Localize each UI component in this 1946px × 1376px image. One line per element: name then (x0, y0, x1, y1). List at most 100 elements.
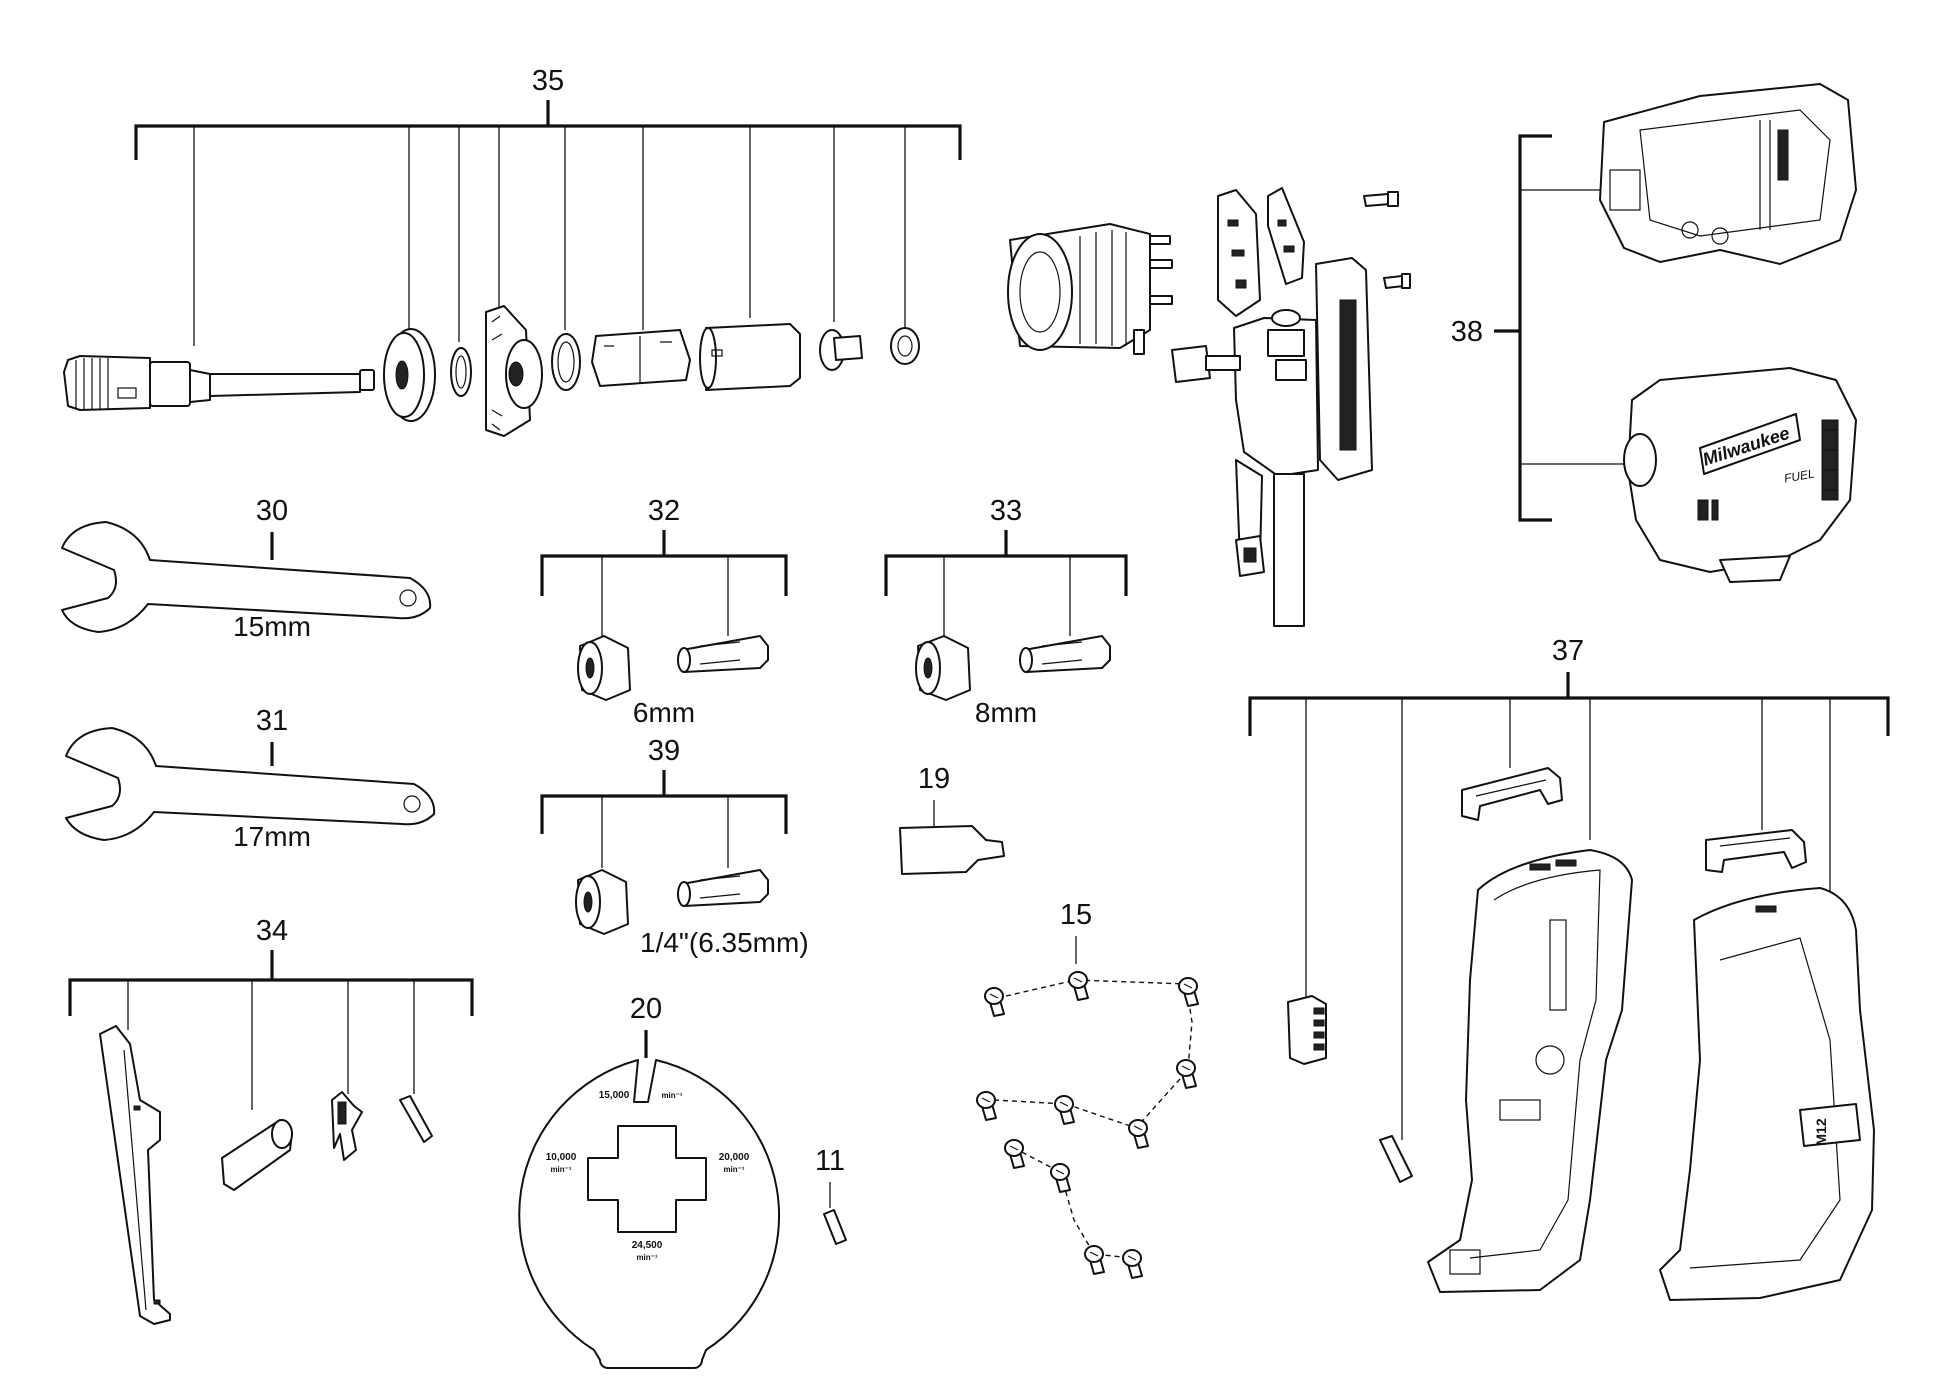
callout-37: 37 (1552, 635, 1584, 667)
circuit-card (1267, 187, 1305, 285)
callout-15: 15 (1060, 899, 1092, 931)
speed-label-15000: 15,000 (599, 1090, 630, 1101)
gear-ring (551, 333, 581, 391)
motor-switch-assembly (1007, 187, 1411, 627)
screw-15 (1084, 1245, 1105, 1275)
size-label-17mm: 17mm (233, 821, 311, 852)
callout-31: 31 (256, 705, 288, 737)
screw-15 (1068, 971, 1089, 1001)
spindle-shaft (63, 355, 375, 411)
end-cap-left (1461, 767, 1563, 821)
speed-label-20000: 20,000 (719, 1152, 750, 1163)
group-37-motor-housing: 37 (1248, 635, 1890, 1301)
callout-39: 39 (648, 735, 680, 767)
wrench-15mm (61, 521, 432, 633)
collet-nut-quarter-inch (575, 869, 629, 935)
group-35-spindle-assembly: 35 (63, 65, 962, 437)
callout-34: 34 (256, 915, 288, 947)
screw-15 (1050, 1163, 1071, 1193)
callout-19: 19 (918, 763, 950, 795)
lock-button (221, 1119, 293, 1191)
screw-pair-motor (1363, 191, 1411, 289)
callout-32: 32 (648, 495, 680, 527)
speed-unit-20000: min⁻¹ (723, 1165, 744, 1174)
housing-half-left (1427, 849, 1633, 1293)
callout-11: 11 (815, 1145, 845, 1177)
sensor-board (1217, 189, 1261, 317)
gear-housing-front: Milwaukee FUEL (1623, 367, 1857, 583)
retaining-ring (450, 347, 472, 397)
callout-30: 30 (256, 495, 288, 527)
screw-set-15 (976, 971, 1199, 1279)
size-label-15mm: 15mm (233, 611, 311, 642)
plate-19 (899, 825, 1005, 875)
group-20-speed-template: 20 15,000 min⁻¹ 10,000 min⁻¹ 20,000 min⁻… (518, 993, 781, 1369)
group-30-wrench-15mm: 30 15mm (61, 495, 432, 642)
screw-15 (1122, 1249, 1143, 1279)
speed-template-cross (587, 1125, 707, 1233)
screw-15 (1128, 1119, 1149, 1149)
collet-6mm (677, 635, 769, 673)
group-19-plate: 19 (899, 763, 1005, 875)
switch-controller (1171, 257, 1373, 627)
fuel-wordmark: FUEL (1783, 467, 1816, 486)
screw-15 (1176, 1059, 1197, 1089)
callout-38: 38 (1451, 316, 1483, 348)
speed-unit-24500: min⁻¹ (636, 1253, 657, 1262)
bracket-33 (884, 530, 1128, 636)
group-32-collet-6mm: 32 6mm (540, 495, 788, 728)
callout-20: 20 (630, 993, 662, 1025)
screw-15 (1178, 977, 1199, 1007)
pin-11 (823, 1209, 847, 1245)
collet-nut-6mm (577, 635, 631, 701)
speed-label-24500: 24,500 (632, 1240, 663, 1251)
housing-pin (1379, 1135, 1413, 1183)
end-cap-right (1705, 829, 1807, 873)
group-31-wrench-17mm: 31 17mm (65, 705, 436, 852)
speed-label-10000: 10,000 (546, 1152, 577, 1163)
wrench-17mm (65, 727, 436, 841)
bracket-35 (134, 100, 962, 346)
screw-15 (984, 987, 1005, 1017)
callout-33: 33 (990, 495, 1022, 527)
group-11-pin: 11 (815, 1145, 847, 1245)
spindle-sleeve (591, 329, 691, 387)
spindle-cylinder (699, 323, 801, 391)
screw-15 (1054, 1095, 1075, 1125)
screw-15 (976, 1091, 997, 1121)
bevel-gear (485, 305, 543, 437)
spindle-bearing (383, 328, 436, 422)
group-38-gear-housing: 38 Milwaukee FUEL (1451, 83, 1857, 583)
lock-lever (99, 1025, 171, 1325)
speed-unit-10000: min⁻¹ (550, 1165, 571, 1174)
spindle-washer (819, 329, 863, 371)
gear-housing-upper (1599, 83, 1857, 265)
screw-dash-links (993, 979, 1193, 1259)
size-label-quarter-inch: 1/4"(6.35mm) (640, 927, 809, 958)
collet-nut-8mm (915, 635, 971, 701)
screw-15 (1004, 1139, 1025, 1169)
bracket-39 (540, 770, 788, 868)
bracket-32 (540, 530, 788, 636)
m12-wordmark: M12 (1813, 1118, 1829, 1145)
lock-spring (331, 1091, 363, 1161)
callout-35: 35 (532, 65, 564, 97)
group-39-collet-quarter-inch: 39 1/4"(6.35mm) (540, 735, 809, 958)
speed-unit-15000: min⁻¹ (661, 1091, 682, 1100)
group-15-screws: 15 (976, 899, 1199, 1279)
collet-quarter-inch (677, 869, 769, 907)
bracket-37 (1248, 672, 1890, 1140)
group-33-collet-8mm: 33 8mm (884, 495, 1128, 728)
lock-pin (399, 1095, 433, 1143)
collet-8mm (1019, 635, 1111, 673)
spindle-bushing (890, 327, 920, 365)
housing-half-right: M12 (1659, 887, 1875, 1301)
group-34-lock-set: 34 (68, 915, 474, 1325)
bracket-34 (68, 950, 474, 1110)
size-label-8mm: 8mm (975, 697, 1037, 728)
terminal-block (1287, 995, 1327, 1065)
bracket-38 (1494, 134, 1630, 522)
motor-stator (1007, 223, 1173, 355)
size-label-6mm: 6mm (633, 697, 695, 728)
